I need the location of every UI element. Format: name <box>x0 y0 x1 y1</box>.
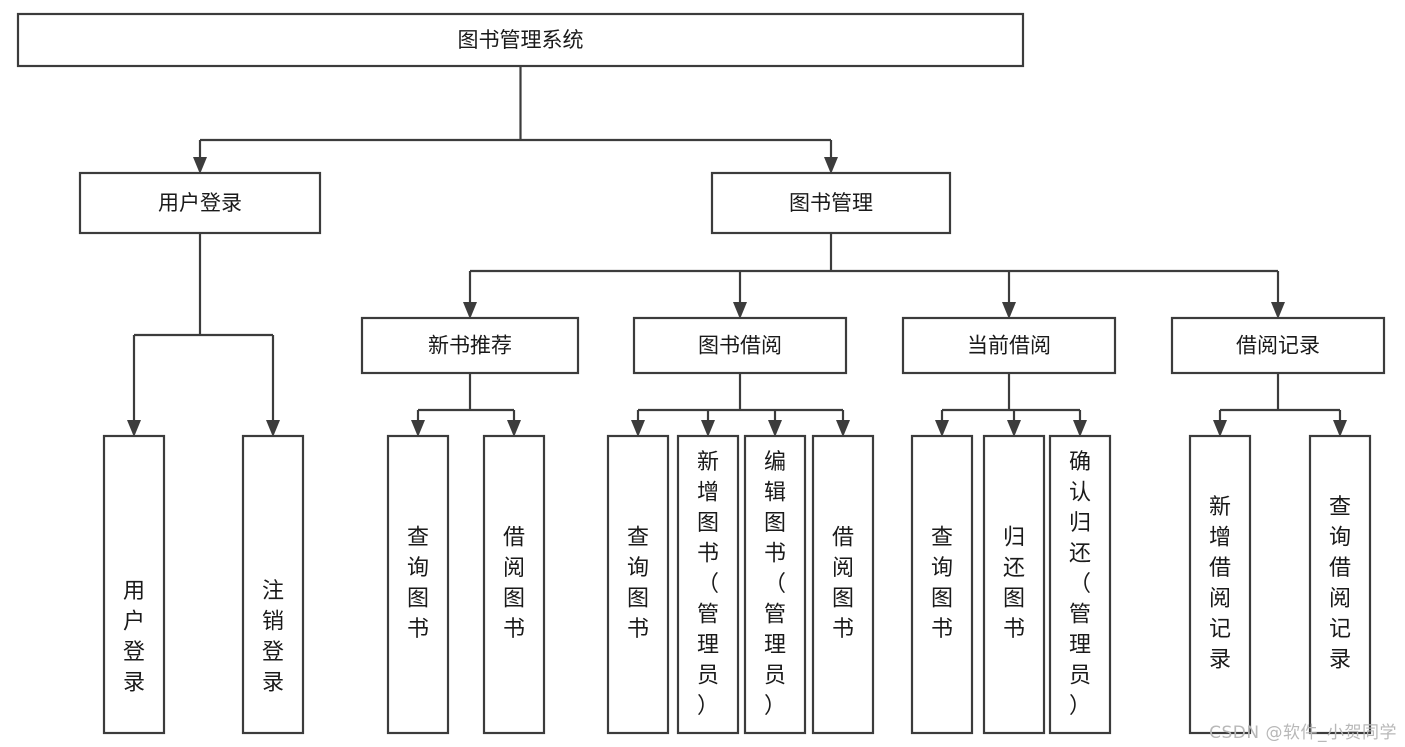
node-leaf-confirm-return[interactable]: 确认归还（管理员） <box>1048 434 1112 735</box>
node-box-leaf-borrow-book-1[interactable] <box>482 434 546 735</box>
node-label-user-login: 用户登录 <box>158 191 242 215</box>
arrow-head-icon <box>631 420 645 437</box>
arrow-head-icon <box>507 420 521 437</box>
node-box-leaf-return-book[interactable] <box>982 434 1046 735</box>
node-label-leaf-edit-book: 编辑图书（管理员） <box>764 450 786 719</box>
arrow-head-icon <box>935 420 949 437</box>
node-leaf-borrow-book-2[interactable]: 借阅图书 <box>811 434 875 735</box>
node-book-manage[interactable]: 图书管理 <box>710 171 952 235</box>
node-box-leaf-borrow-book-2[interactable] <box>811 434 875 735</box>
node-box-leaf-query-book-3[interactable] <box>910 434 974 735</box>
node-leaf-query-book-1[interactable]: 查询图书 <box>386 434 450 735</box>
node-box-leaf-confirm-return[interactable] <box>1048 434 1112 735</box>
node-box-new-book-rec[interactable] <box>360 316 580 375</box>
node-box-leaf-logout[interactable] <box>241 434 305 735</box>
node-label-leaf-query-book-3: 查询图书 <box>931 526 953 643</box>
node-leaf-add-book[interactable]: 新增图书（管理员） <box>676 434 740 735</box>
csdn-watermark: CSDN @软件_小贺同学 <box>1209 723 1397 743</box>
node-label-leaf-user-login: 用户登录 <box>123 579 145 696</box>
node-new-book-rec[interactable]: 新书推荐 <box>360 316 580 375</box>
arrow-head-icon <box>733 302 747 319</box>
arrow-head-icon <box>701 420 715 437</box>
arrow-head-icon <box>463 302 477 319</box>
node-label-leaf-logout: 注销登录 <box>262 579 284 696</box>
node-label-leaf-query-book-1: 查询图书 <box>407 526 429 643</box>
node-label-leaf-query-book-2: 查询图书 <box>627 526 649 643</box>
node-box-user-login[interactable] <box>78 171 322 235</box>
arrow-head-icon <box>1213 420 1227 437</box>
arrow-head-icon <box>411 420 425 437</box>
node-box-leaf-query-record[interactable] <box>1308 434 1372 735</box>
node-current-borrow[interactable]: 当前借阅 <box>901 316 1117 375</box>
node-leaf-borrow-book-1[interactable]: 借阅图书 <box>482 434 546 735</box>
node-book-borrow[interactable]: 图书借阅 <box>632 316 848 375</box>
node-label-book-borrow: 图书借阅 <box>698 334 782 358</box>
node-leaf-query-book-2[interactable]: 查询图书 <box>606 434 670 735</box>
node-undefined[interactable]: 图书管理系统 <box>16 12 1025 68</box>
node-leaf-query-record[interactable]: 查询借阅记录 <box>1308 434 1372 735</box>
node-box-book-borrow[interactable] <box>632 316 848 375</box>
node-leaf-logout[interactable]: 注销登录 <box>241 434 305 735</box>
node-box-undefined[interactable] <box>16 12 1025 68</box>
node-borrow-records[interactable]: 借阅记录 <box>1170 316 1386 375</box>
node-label-undefined: 图书管理系统 <box>458 28 584 52</box>
node-box-current-borrow[interactable] <box>901 316 1117 375</box>
nodes-layer: 图书管理系统用户登录图书管理新书推荐图书借阅当前借阅借阅记录用户登录注销登录查询… <box>16 12 1386 735</box>
node-leaf-query-book-3[interactable]: 查询图书 <box>910 434 974 735</box>
node-leaf-edit-book[interactable]: 编辑图书（管理员） <box>743 434 807 735</box>
node-box-leaf-add-record[interactable] <box>1188 434 1252 735</box>
node-leaf-add-record[interactable]: 新增借阅记录 <box>1188 434 1252 735</box>
node-leaf-return-book[interactable]: 归还图书 <box>982 434 1046 735</box>
arrow-head-icon <box>1271 302 1285 319</box>
node-label-book-manage: 图书管理 <box>789 191 873 215</box>
node-label-leaf-add-record: 新增借阅记录 <box>1209 495 1231 673</box>
node-label-new-book-rec: 新书推荐 <box>428 334 512 358</box>
node-box-leaf-user-login[interactable] <box>102 434 166 735</box>
node-label-leaf-borrow-book-1: 借阅图书 <box>503 526 525 643</box>
node-label-leaf-query-record: 查询借阅记录 <box>1329 495 1351 673</box>
arrow-head-icon <box>1073 420 1087 437</box>
connectors-layer <box>127 66 1347 437</box>
node-box-leaf-query-book-1[interactable] <box>386 434 450 735</box>
arrow-head-icon <box>1002 302 1016 319</box>
arrow-head-icon <box>824 157 838 174</box>
node-label-leaf-confirm-return: 确认归还（管理员） <box>1069 450 1091 719</box>
node-label-leaf-return-book: 归还图书 <box>1003 526 1025 643</box>
arrow-head-icon <box>193 157 207 174</box>
arrow-head-icon <box>768 420 782 437</box>
node-label-leaf-borrow-book-2: 借阅图书 <box>832 526 854 643</box>
arrow-head-icon <box>266 420 280 437</box>
arrow-head-icon <box>1007 420 1021 437</box>
arrow-head-icon <box>127 420 141 437</box>
arrow-head-icon <box>1333 420 1347 437</box>
node-box-borrow-records[interactable] <box>1170 316 1386 375</box>
node-box-leaf-add-book[interactable] <box>676 434 740 735</box>
node-box-leaf-edit-book[interactable] <box>743 434 807 735</box>
node-label-leaf-add-book: 新增图书（管理员） <box>697 450 719 719</box>
node-leaf-user-login[interactable]: 用户登录 <box>102 434 166 735</box>
node-box-book-manage[interactable] <box>710 171 952 235</box>
node-box-leaf-query-book-2[interactable] <box>606 434 670 735</box>
node-label-current-borrow: 当前借阅 <box>967 334 1051 358</box>
node-user-login[interactable]: 用户登录 <box>78 171 322 235</box>
arrow-head-icon <box>836 420 850 437</box>
node-label-borrow-records: 借阅记录 <box>1236 334 1320 358</box>
